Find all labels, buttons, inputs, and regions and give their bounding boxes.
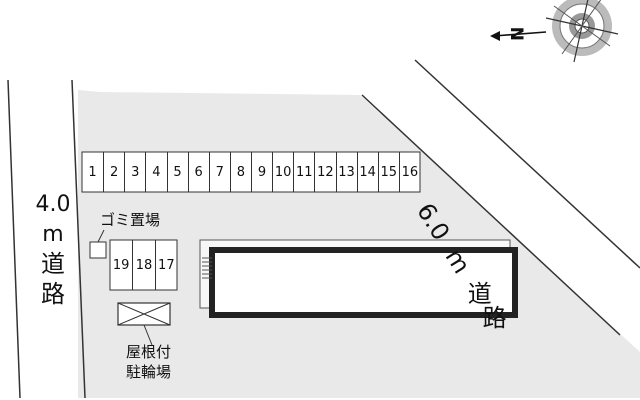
parking-space-2: 2	[103, 152, 124, 192]
parking-space-18: 18	[132, 240, 154, 290]
garbage-label: ゴミ置場	[100, 211, 161, 229]
parking-space-6: 6	[187, 152, 209, 192]
parking-space-14: 14	[356, 152, 378, 192]
parking-space-15: 15	[377, 152, 399, 192]
left-road-unit: m	[42, 222, 64, 247]
bike-parking-leader	[143, 324, 153, 346]
bike-parking-label-line-2: 駐輪場	[126, 363, 172, 381]
parking-space-9: 9	[251, 152, 272, 192]
garbage-leader	[97, 229, 105, 243]
left-road-width: 4.0	[35, 192, 71, 217]
parking-space-19: 19	[112, 257, 130, 273]
parking-space-13: 13	[335, 152, 357, 192]
parking-space-11: 11	[293, 152, 314, 192]
parking-space-1: 1	[88, 164, 97, 180]
left-road-edge-outer	[7, 79, 21, 399]
parking-space-3: 3	[124, 152, 145, 192]
parking-space-7: 7	[208, 152, 230, 192]
building-stairs	[202, 257, 212, 279]
parking-space-17: 17	[154, 240, 177, 290]
compass-rose-icon	[545, 0, 619, 63]
parking-space-5: 5	[166, 152, 188, 192]
parking-side-row-frame	[109, 239, 178, 291]
garbage-area	[89, 241, 107, 259]
compass-north-label: N	[508, 26, 529, 41]
right-road-char-2: 路	[482, 303, 507, 332]
left-road-char-1: 道	[41, 250, 65, 278]
right-road-edge-outer	[414, 59, 640, 269]
parking-space-12: 12	[314, 152, 335, 192]
bike-parking-label-line-1: 屋根付	[126, 343, 172, 361]
left-road-char-2: 路	[41, 280, 65, 308]
parking-space-10: 10	[272, 152, 293, 192]
building-main	[209, 247, 518, 318]
parking-space-8: 8	[229, 152, 251, 192]
right-road-edge-inner	[361, 94, 621, 336]
north-arrow-icon	[490, 31, 547, 41]
parking-space-4: 4	[145, 152, 166, 192]
left-road-edge-inner	[71, 79, 86, 399]
parking-space-16: 16	[398, 152, 420, 192]
